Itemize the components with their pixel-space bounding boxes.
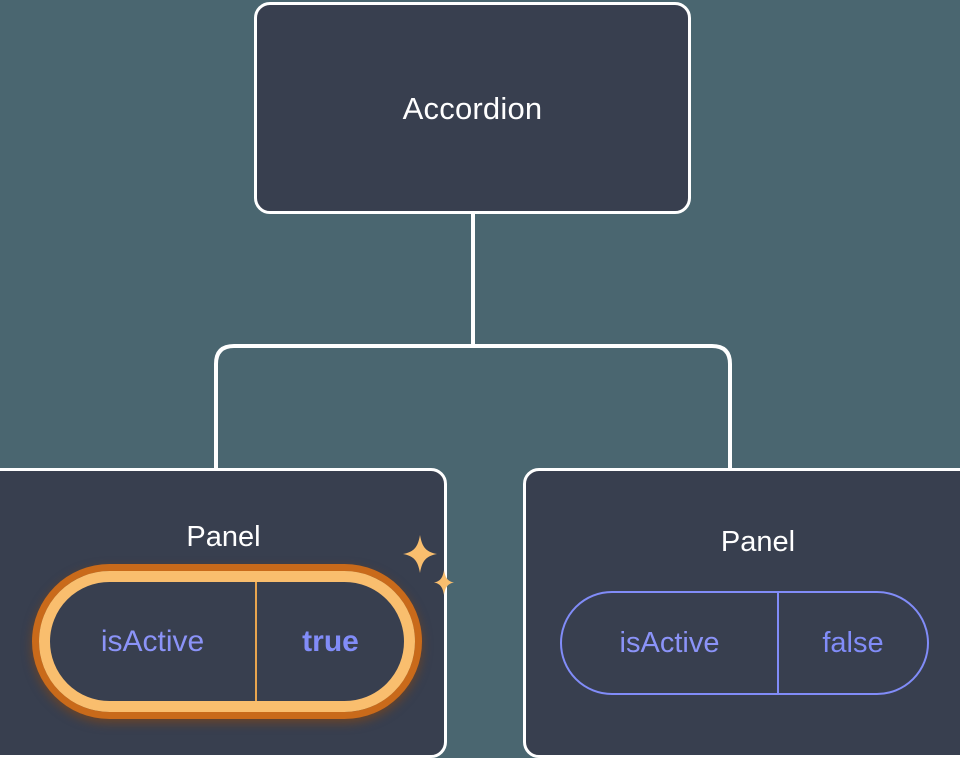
connector-branch-bar <box>214 344 732 470</box>
prop-value: true <box>255 582 404 701</box>
node-panel-active-label: Panel <box>186 521 261 553</box>
prop-pill-isactive-true[interactable]: isActive true <box>39 571 415 712</box>
node-panel-inactive-label: Panel <box>720 526 796 558</box>
node-panel-active[interactable]: Panel isActive true <box>0 468 447 758</box>
prop-value: false <box>777 593 927 693</box>
node-accordion-label: Accordion <box>402 90 543 126</box>
prop-pill-isactive-false[interactable]: isActive false <box>560 591 929 695</box>
prop-name: isActive <box>619 626 720 659</box>
node-panel-inactive[interactable]: Panel isActive false <box>523 468 960 758</box>
node-accordion[interactable]: Accordion <box>254 2 691 214</box>
prop-name: isActive <box>100 624 205 658</box>
connector-lines <box>214 213 732 470</box>
